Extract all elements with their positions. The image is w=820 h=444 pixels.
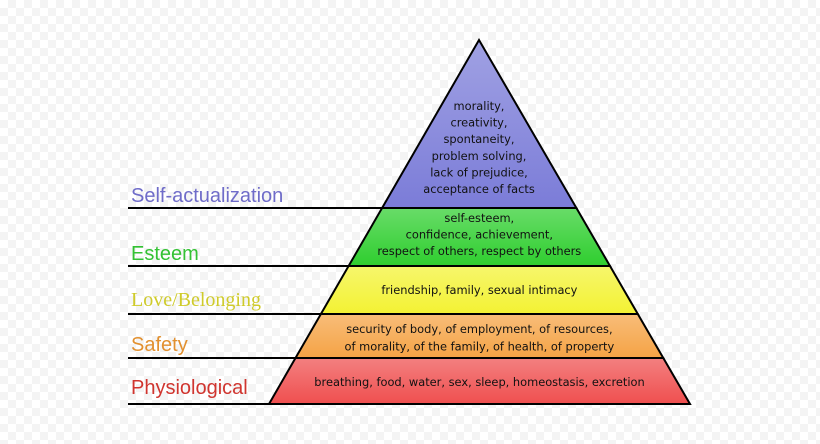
tier-text-line: security of body, of employment, of reso… xyxy=(346,322,612,336)
tier-text-self-actualization: morality, creativity, spontaneity, problem … xyxy=(423,99,535,196)
tier-text-line: lack of prejudice, xyxy=(430,165,528,179)
level-label-self-actualization: Self-actualization xyxy=(131,185,284,207)
tier-text-safety: security of body, of employment, of reso… xyxy=(345,322,615,354)
tier-text-love-belonging: friendship, family, sexual intimacy xyxy=(381,283,577,297)
tier-text-line: of morality, of the family, of health, o… xyxy=(345,340,615,354)
level-label-safety: Safety xyxy=(131,334,188,356)
level-label-love-belonging: Love/Belonging xyxy=(131,289,261,311)
tier-text-line: confidence, achievement, xyxy=(406,228,553,242)
tier-text-line: breathing, food, water, sex, sleep, home… xyxy=(314,375,644,389)
tier-text-line: creativity, xyxy=(450,116,507,130)
tier-text-line: respect of others, respect by others xyxy=(377,244,581,258)
tier-physiological xyxy=(267,357,692,405)
tier-text-line: spontaneity, xyxy=(443,132,514,146)
tier-text-line: problem solving, xyxy=(432,149,527,163)
level-label-esteem: Esteem xyxy=(131,243,199,265)
tier-text-line: morality, xyxy=(454,99,505,113)
tier-text-esteem: self-esteem, confidence, achievement, resp… xyxy=(377,211,581,258)
level-label-physiological: Physiological xyxy=(131,377,248,399)
tier-text-physiological: breathing, food, water, sex, sleep, home… xyxy=(314,375,644,389)
tier-text-line: self-esteem, xyxy=(444,211,514,225)
tier-text-line: friendship, family, sexual intimacy xyxy=(381,283,577,297)
tier-text-line: acceptance of facts xyxy=(423,182,535,196)
